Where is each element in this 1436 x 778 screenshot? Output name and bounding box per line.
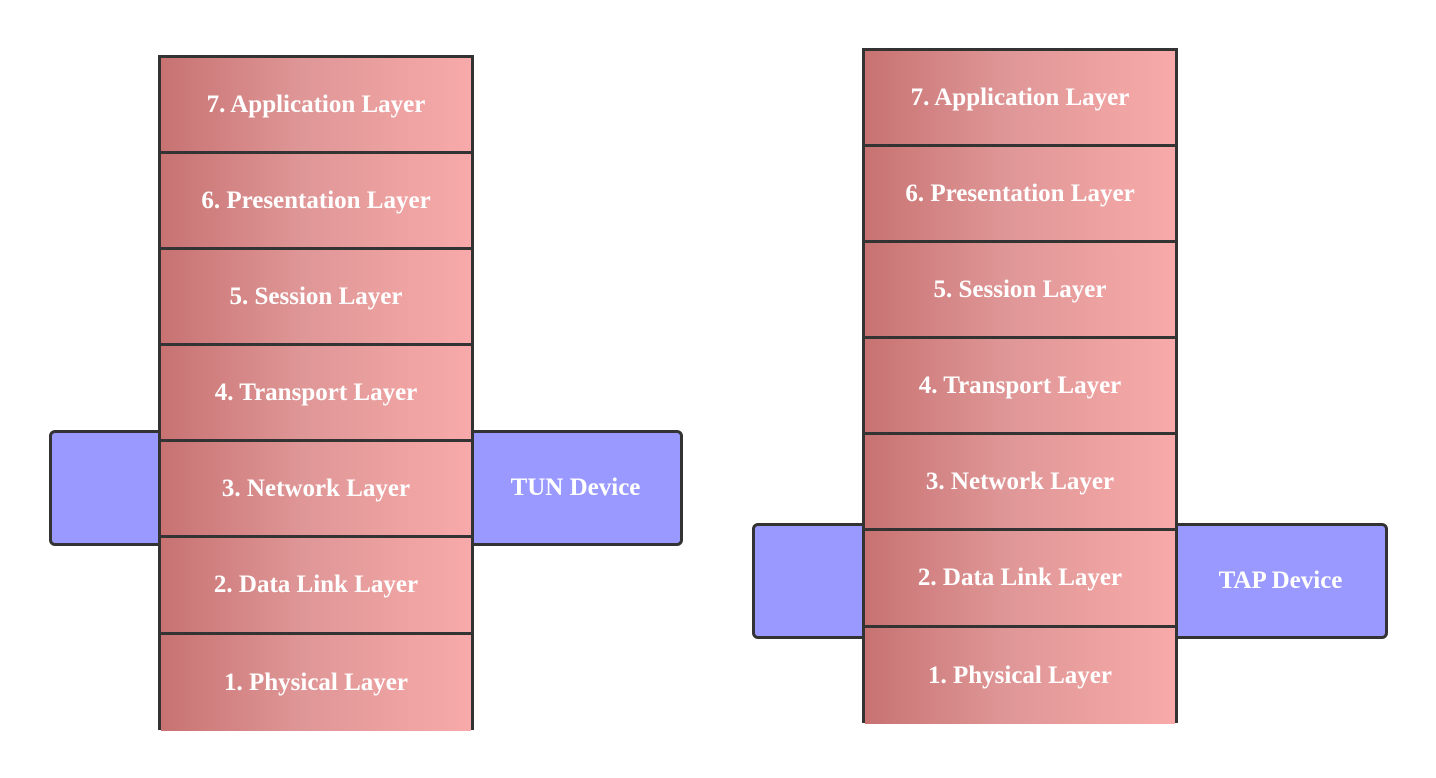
osi-stack-tun: 7. Application Layer 6. Presentation Lay…: [158, 55, 474, 731]
tap-layer-physical: 1. Physical Layer: [865, 627, 1175, 724]
tun-layer-transport: 4. Transport Layer: [161, 346, 471, 443]
tun-layer-application: 7. Application Layer: [161, 58, 471, 155]
tap-device-label: TAP Device: [1218, 567, 1343, 594]
tun-device-label: TUN Device: [510, 474, 641, 501]
tap-layer-session: 5. Session Layer: [865, 243, 1175, 340]
tun-layer-data-link: 2. Data Link Layer: [161, 538, 471, 635]
tap-layer-data-link: 2. Data Link Layer: [865, 531, 1175, 628]
osi-stack-tap: 7. Application Layer 6. Presentation Lay…: [862, 48, 1178, 724]
tun-layer-session: 5. Session Layer: [161, 250, 471, 347]
tun-layer-presentation: 6. Presentation Layer: [161, 154, 471, 251]
tap-layer-transport: 4. Transport Layer: [865, 339, 1175, 436]
tap-layer-application: 7. Application Layer: [865, 51, 1175, 148]
tap-layer-presentation: 6. Presentation Layer: [865, 147, 1175, 244]
tun-layer-network: 3. Network Layer: [161, 442, 471, 539]
tap-layer-network: 3. Network Layer: [865, 435, 1175, 532]
tun-layer-physical: 1. Physical Layer: [161, 634, 471, 731]
